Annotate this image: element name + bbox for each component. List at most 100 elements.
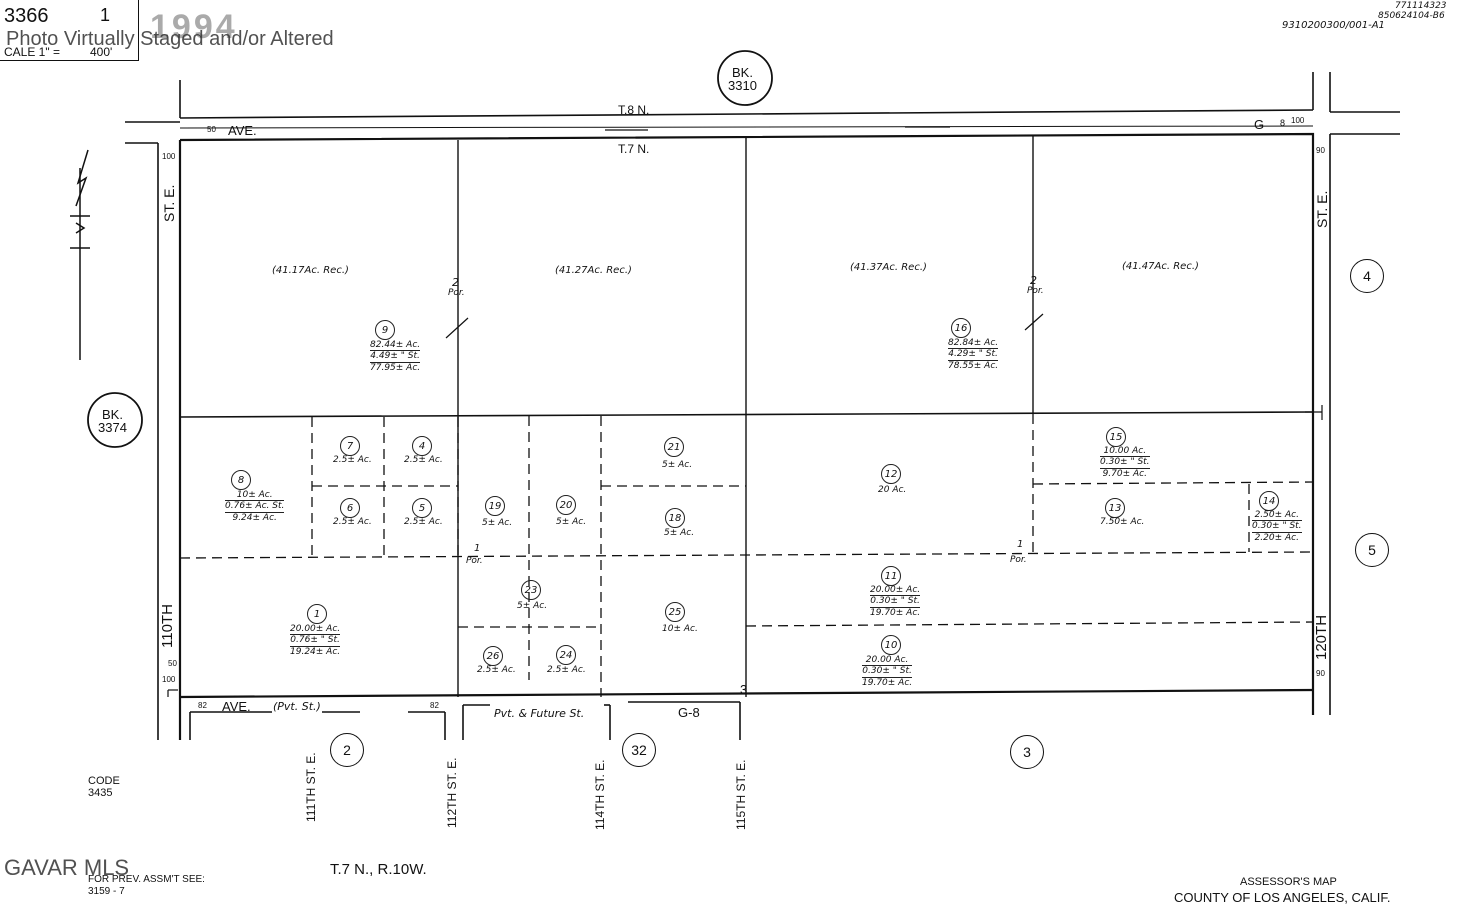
right-street-lower: 120TH (1313, 614, 1330, 660)
section-2-right: 2 (1030, 274, 1037, 287)
section-2-left: 2 (452, 276, 459, 289)
page-ref-32: 32 (622, 733, 656, 767)
parcel-number: 20 (556, 495, 576, 515)
page-ref-4: 4 (1350, 259, 1384, 293)
left-street-lower: 110TH (159, 604, 176, 648)
parcel-number: 12 (881, 464, 901, 484)
parcel-number: 11 (881, 566, 901, 586)
section-3-mark: 3 (740, 682, 748, 697)
parcel-acreage: 10.00 Ac. 0.30± " St. 9.70± Ac. (1100, 446, 1150, 479)
north-arrow-icon (70, 149, 90, 360)
parcel-number: 1 (307, 604, 327, 624)
ref-code-1: 771114323 (1395, 1, 1447, 11)
top-left-width-100: 100 (162, 152, 176, 161)
prev-assessment-value: 3159 - 7 (88, 886, 125, 897)
section-1-left: 1 (474, 543, 481, 554)
parcel-number: 8 (231, 470, 251, 490)
right-street-upper: ST. E. (1314, 190, 1330, 228)
parcel-number: 19 (485, 496, 505, 516)
township-south: T.7 N. (618, 142, 650, 156)
left-dim-50: 50 (168, 659, 177, 668)
parcel-number: 25 (665, 602, 685, 622)
township-north: T.8 N. (618, 103, 650, 117)
book-ref-top-prefix: BK. (732, 65, 753, 80)
bottom-dim-82-left: 82 (198, 701, 207, 710)
township-footer: T.7 N., R.10W. (330, 861, 427, 878)
book-ref-top-number: 3310 (728, 78, 757, 93)
record-area-1: (41.17Ac. Rec.) (272, 265, 349, 276)
parcel-acreage: 5± Ac. (664, 528, 695, 538)
watermark-top: Photo Virtually Staged and/or Altered (6, 28, 334, 50)
section-1-right-por: Por. (1010, 555, 1027, 565)
parcel-number: 18 (665, 508, 685, 528)
parcel-acreage: 5± Ac. (517, 601, 548, 611)
parcel-number: 6 (340, 498, 360, 518)
code-label: CODE (88, 775, 120, 787)
ref-code-2: 850624104-B6 (1378, 11, 1445, 21)
page-number-box (0, 0, 139, 61)
bottom-dim-82-right: 82 (430, 701, 439, 710)
parcel-acreage: 7.50± Ac. (1100, 517, 1145, 527)
parcel-number: 10 (881, 635, 901, 655)
side-street-112th: 112TH ST. E. (445, 757, 459, 828)
map-title: ASSESSOR'S MAP (1240, 876, 1337, 888)
parcel-acreage: 5± Ac. (482, 518, 513, 528)
side-street-114th: 114TH ST. E. (593, 759, 607, 830)
side-street-115th: 115TH ST. E. (734, 759, 748, 830)
parcel-number: 26 (483, 646, 503, 666)
top-width-3: 8 (1280, 118, 1286, 128)
right-dim-90-bottom: 90 (1316, 669, 1325, 678)
parcel-acreage: 2.5± Ac. (404, 517, 443, 527)
parcel-acreage: 82.84± Ac. 4.29± " St. 78.55± Ac. (948, 338, 999, 371)
bottom-future-street: Pvt. & Future St. (494, 707, 585, 720)
right-dim-90-top: 90 (1316, 146, 1325, 155)
parcel-acreage: 2.50± Ac. 0.30± " St. 2.20± Ac. (1252, 510, 1302, 543)
parcel-number: 13 (1105, 498, 1125, 518)
parcel-acreage: 20 Ac. (878, 485, 907, 495)
parcel-acreage: 20.00 Ac. 0.30± " St. 19.70± Ac. (862, 655, 913, 688)
top-avenue-code: G (1254, 117, 1265, 132)
top-width-1: 100 (1291, 116, 1305, 125)
map-county: COUNTY OF LOS ANGELES, CALIF. (1174, 890, 1391, 905)
parcel-number: 5 (412, 498, 432, 518)
parcel-acreage: 2.5± Ac. (477, 665, 516, 675)
parcel-number: 24 (556, 645, 576, 665)
watermark-bottom: GAVAR MLS (4, 855, 130, 880)
page-suffix: 1 (100, 5, 111, 25)
bottom-avenue: AVE. (222, 699, 251, 714)
parcel-number: 14 (1259, 491, 1279, 511)
book-ref-left-number: 3374 (98, 420, 127, 435)
bottom-avenue-note: (Pvt. St.) (273, 700, 321, 713)
section-2-left-por: Por. (448, 288, 465, 298)
parcel-acreage: 2.5± Ac. (404, 455, 443, 465)
parcel-acreage: 10± Ac. 0.76± Ac. St. 9.24± Ac. (225, 490, 285, 523)
page-ref-3: 3 (1010, 735, 1044, 769)
parcel-acreage: 20.00± Ac. 0.30± " St. 19.70± Ac. (870, 585, 921, 618)
record-area-2: (41.27Ac. Rec.) (555, 265, 632, 276)
left-dim-100: 100 (162, 675, 176, 684)
parcel-acreage: 2.5± Ac. (333, 455, 372, 465)
parcel-acreage: 5± Ac. (556, 517, 587, 527)
scale-value: 400' (90, 45, 113, 59)
page-ref-2: 2 (330, 733, 364, 767)
parcel-number: 15 (1106, 427, 1126, 447)
ref-code-3: 9310200300/001-A1 (1282, 20, 1385, 31)
parcel-acreage: 82.44± Ac. 4.49± " St. 77.95± Ac. (370, 340, 421, 373)
parcel-number: 9 (375, 320, 395, 340)
parcel-acreage: 2.5± Ac. (547, 665, 586, 675)
book-ref-left-prefix: BK. (102, 407, 123, 422)
scale-label: CALE 1" = (4, 45, 60, 59)
side-street-111th: 111TH ST. E. (304, 752, 318, 822)
parcel-number: 21 (664, 437, 684, 457)
code-value: 3435 (88, 787, 113, 799)
bottom-avenue-code: G-8 (678, 705, 700, 720)
top-left-width-50: 50 (207, 125, 216, 134)
page-ref-5: 5 (1355, 533, 1389, 567)
record-area-3: (41.37Ac. Rec.) (850, 262, 927, 273)
left-street-upper: ST. E. (161, 184, 177, 222)
prev-assessment-label: FOR PREV. ASSM'T SEE: (88, 874, 205, 885)
section-1-right: 1 (1017, 539, 1024, 550)
parcel-acreage: 2.5± Ac. (333, 517, 372, 527)
parcel-number: 23 (521, 580, 541, 600)
